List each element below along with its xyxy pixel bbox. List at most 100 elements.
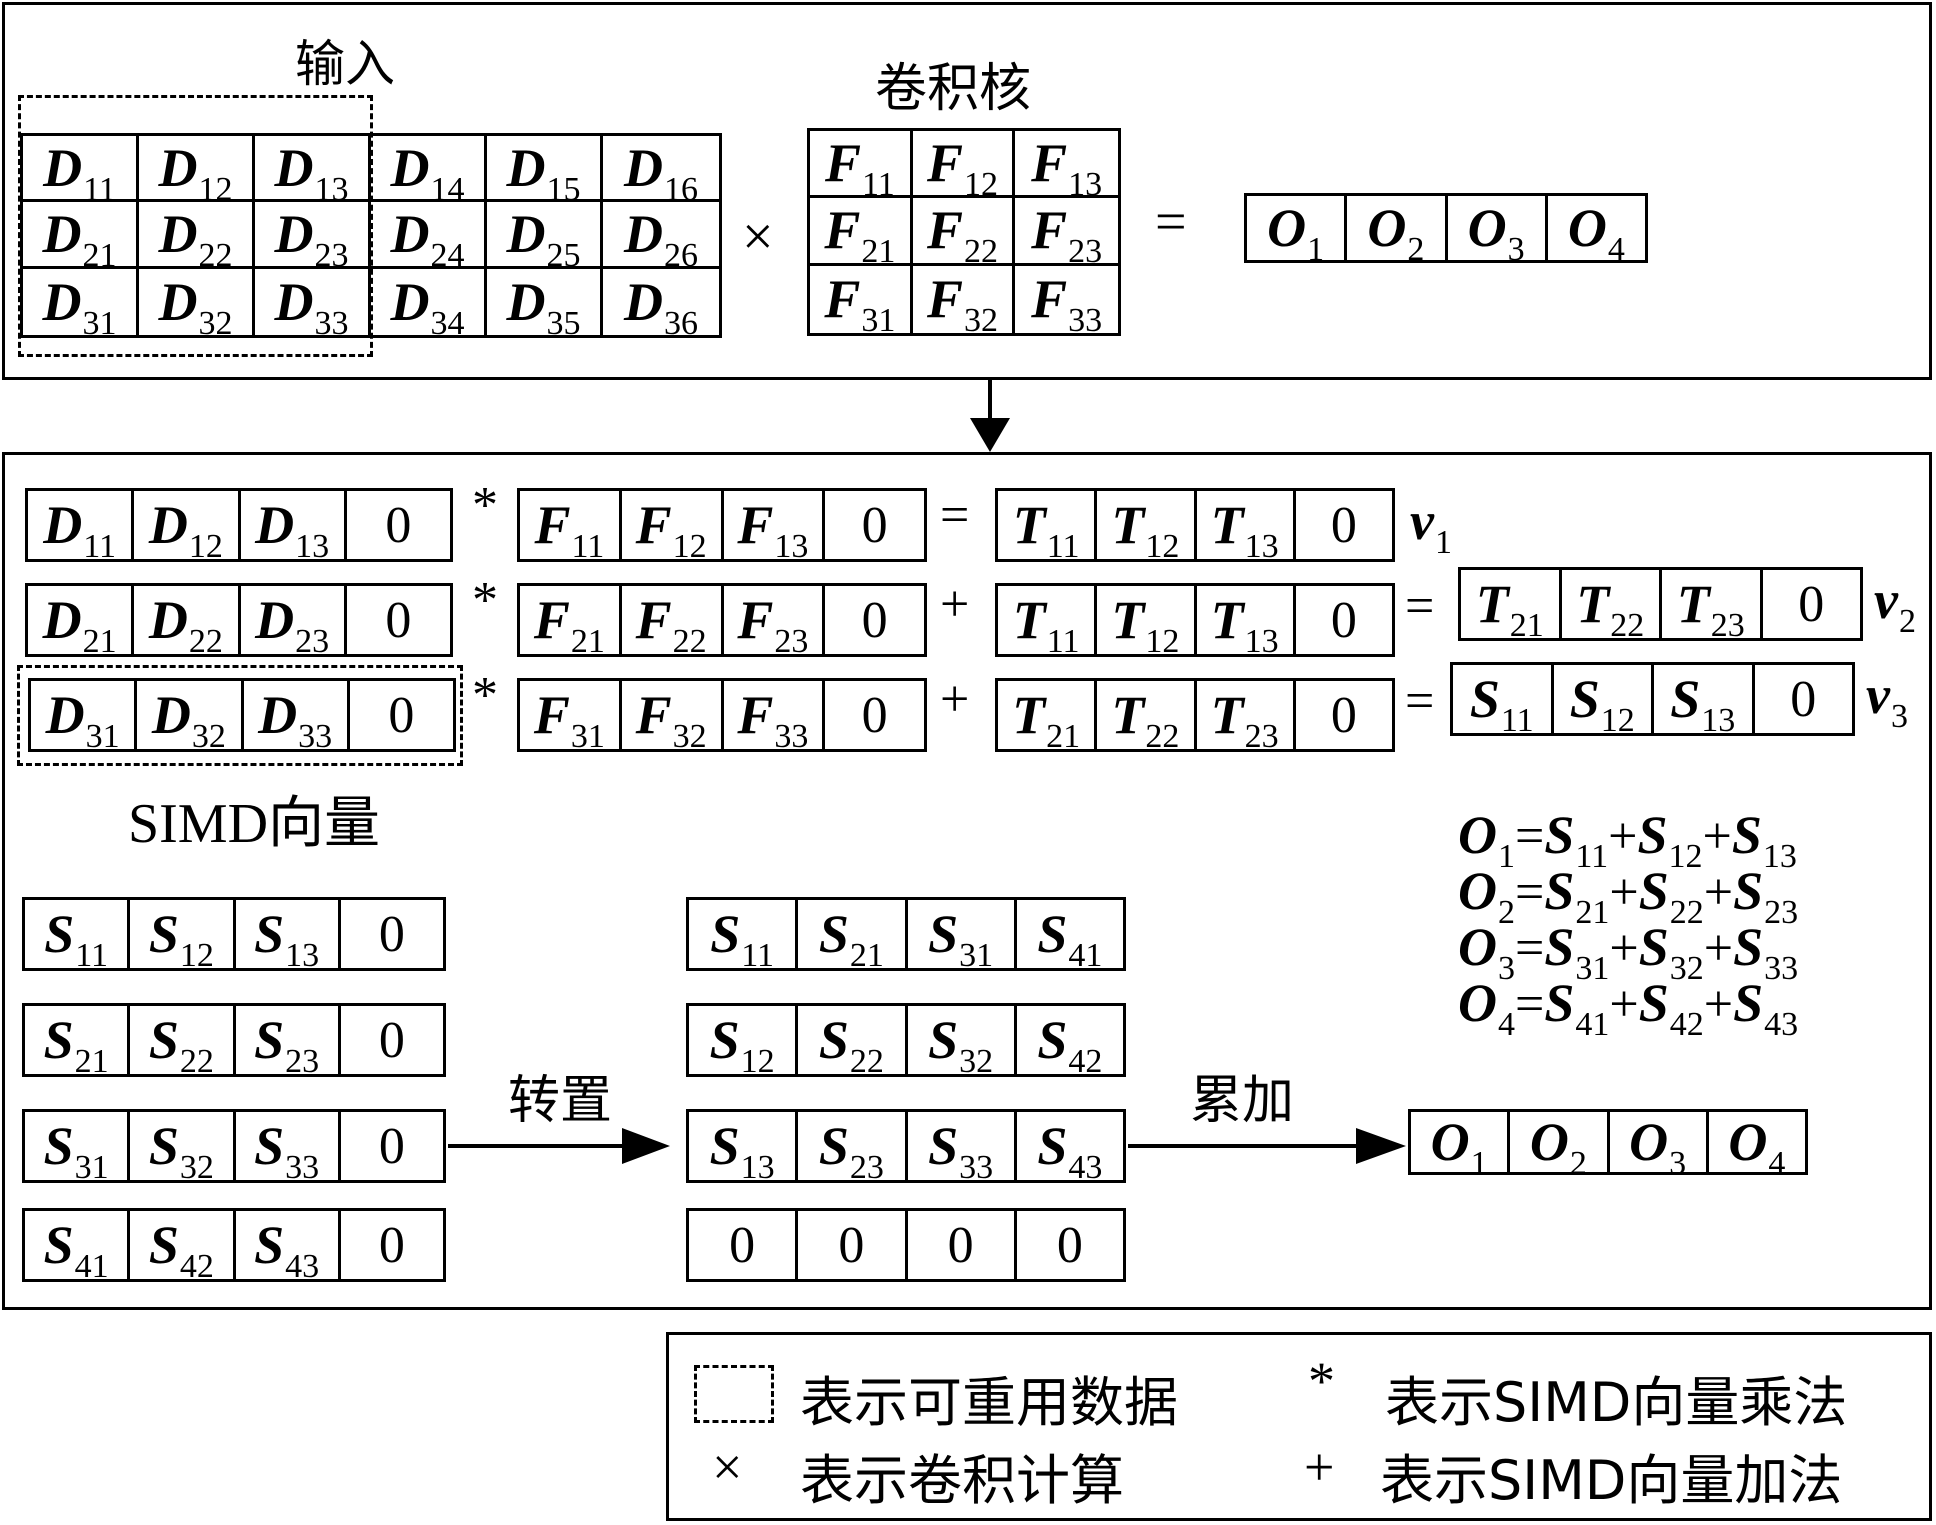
pre-transpose-vector-variable: S21 xyxy=(43,1010,109,1080)
equation-variable: S23 xyxy=(1733,861,1799,931)
simd-result-vector-variable: T12 xyxy=(1111,495,1180,565)
simd-d-vector-cell: D23 xyxy=(241,586,347,660)
pre-transpose-vector-cell: S33 xyxy=(236,1112,341,1186)
flow-arrow-down xyxy=(970,378,1010,452)
kernel-matrix-cell: F13 xyxy=(1015,131,1118,203)
subscript: 13 xyxy=(1762,838,1797,875)
subscript: 11 xyxy=(861,166,895,204)
subscript: 22 xyxy=(672,623,707,660)
kernel-matrix-cell: F22 xyxy=(912,198,1016,271)
input-matrix-variable: D35 xyxy=(506,271,581,342)
subscript: 21 xyxy=(570,623,605,660)
zero-value: 0 xyxy=(838,1216,865,1274)
output-vector-variable: O4 xyxy=(1567,198,1625,268)
simd-d-vector-cell: 0 xyxy=(347,586,450,654)
subscript: 1 xyxy=(1434,524,1452,561)
operator-symbol: + xyxy=(1608,808,1638,865)
kernel-matrix-variable: F33 xyxy=(1031,269,1103,340)
operator-symbol: + xyxy=(1702,808,1732,865)
simd-add-vector-cell: T13 xyxy=(1197,586,1296,660)
simd-result-vector-cell: T12 xyxy=(1097,491,1197,565)
subscript: 4 xyxy=(1607,231,1625,268)
multiply-operator: * xyxy=(472,667,498,724)
legend-reusable-data: 表示可重用数据 xyxy=(800,1371,1178,1434)
simd-d-vector-variable: D23 xyxy=(255,590,330,660)
simd-add-vector-variable: T22 xyxy=(1111,685,1180,755)
zero-value: 0 xyxy=(378,1117,405,1175)
post-transpose-vector-cell: S42 xyxy=(1017,1006,1123,1080)
equation-line: O2=S21+S22+S23 xyxy=(1458,860,1798,931)
simd-vector-label: SIMD向量 xyxy=(128,778,380,859)
simd-f-vector-variable: F32 xyxy=(635,685,707,755)
output-vector-cell: O1 xyxy=(1247,196,1348,268)
vector-name: v1 xyxy=(1410,491,1452,561)
equation-variable: O3 xyxy=(1458,917,1515,987)
input-matrix-variable: D22 xyxy=(158,203,233,274)
zero-value: 0 xyxy=(378,1011,405,1069)
subscript: 31 xyxy=(570,718,605,755)
pre-transpose-vector-variable: S43 xyxy=(254,1215,320,1285)
subscript: 11 xyxy=(83,170,116,208)
simd-f-vector-cell: F13 xyxy=(724,491,826,565)
kernel-matrix-variable: F22 xyxy=(926,200,998,271)
kernel-matrix-variable: F11 xyxy=(824,133,895,204)
operator-symbol: + xyxy=(1609,920,1639,977)
subscript: 11 xyxy=(1575,838,1609,875)
input-matrix-variable: D21 xyxy=(42,203,117,274)
subscript: 26 xyxy=(664,236,698,274)
equation-variable: S13 xyxy=(1731,805,1797,875)
subscript: 22 xyxy=(188,623,223,660)
zero-value: 0 xyxy=(1330,591,1357,649)
simd-result-vector-cell: T13 xyxy=(1197,491,1296,565)
subscript: 31 xyxy=(85,718,120,755)
simd-f-vector-cell: 0 xyxy=(825,491,924,559)
output-vector-variable: O1 xyxy=(1267,198,1325,268)
simd-f-vector-cell: 0 xyxy=(825,586,924,654)
operator-symbol: = xyxy=(1515,864,1545,921)
subscript: 4 xyxy=(1768,1145,1786,1182)
simd-result-vector-cell: 0 xyxy=(1296,491,1392,559)
kernel-matrix-variable: F23 xyxy=(1031,200,1103,271)
input-matrix-cell: D13 xyxy=(255,136,371,208)
subscript: 12 xyxy=(1600,702,1635,739)
zero-value: 0 xyxy=(1790,670,1817,728)
equation-variable: S43 xyxy=(1733,973,1799,1043)
simd-result-vector-variable: S11 xyxy=(1469,669,1534,739)
subscript: 32 xyxy=(191,718,226,755)
post-transpose-vector-cell: 0 xyxy=(798,1211,908,1279)
post-transpose-vector-variable: S22 xyxy=(818,1010,884,1080)
legend-dashed-box-icon xyxy=(694,1365,774,1423)
simd-d-vector-cell: D32 xyxy=(137,681,244,755)
post-transpose-vector-variable: S21 xyxy=(818,904,884,974)
subscript: 24 xyxy=(430,236,465,274)
subscript: 12 xyxy=(1145,528,1180,565)
subscript: 21 xyxy=(82,236,117,274)
pre-transpose-vector-cell: 0 xyxy=(341,900,443,968)
simd-result-vector-variable: S13 xyxy=(1670,669,1736,739)
pre-transpose-vector-variable: S31 xyxy=(43,1116,109,1186)
subscript: 4 xyxy=(1498,1006,1515,1043)
simd-add-vector-cell: T22 xyxy=(1097,681,1197,755)
pre-transpose-vector-cell: S12 xyxy=(130,900,236,974)
simd-vector-text: SIMD向量 xyxy=(128,793,381,855)
subscript: 43 xyxy=(285,1248,320,1285)
operator-symbol: + xyxy=(1609,864,1639,921)
pre-transpose-vector-cell: S31 xyxy=(25,1112,131,1186)
simd-f-vector-variable: F12 xyxy=(635,495,707,565)
subscript: 33 xyxy=(285,1149,320,1186)
input-matrix-cell: D12 xyxy=(139,136,255,208)
operator-symbol: + xyxy=(1703,920,1734,977)
simd-f-vector-cell: F23 xyxy=(724,586,826,660)
subscript: 13 xyxy=(774,528,809,565)
zero-value: 0 xyxy=(378,1216,405,1274)
input-matrix-cell: D11 xyxy=(23,136,139,208)
input-matrix-cell: D26 xyxy=(603,202,719,274)
simd-result-vector-cell: S11 xyxy=(1453,665,1554,739)
subscript: 13 xyxy=(1244,623,1279,660)
